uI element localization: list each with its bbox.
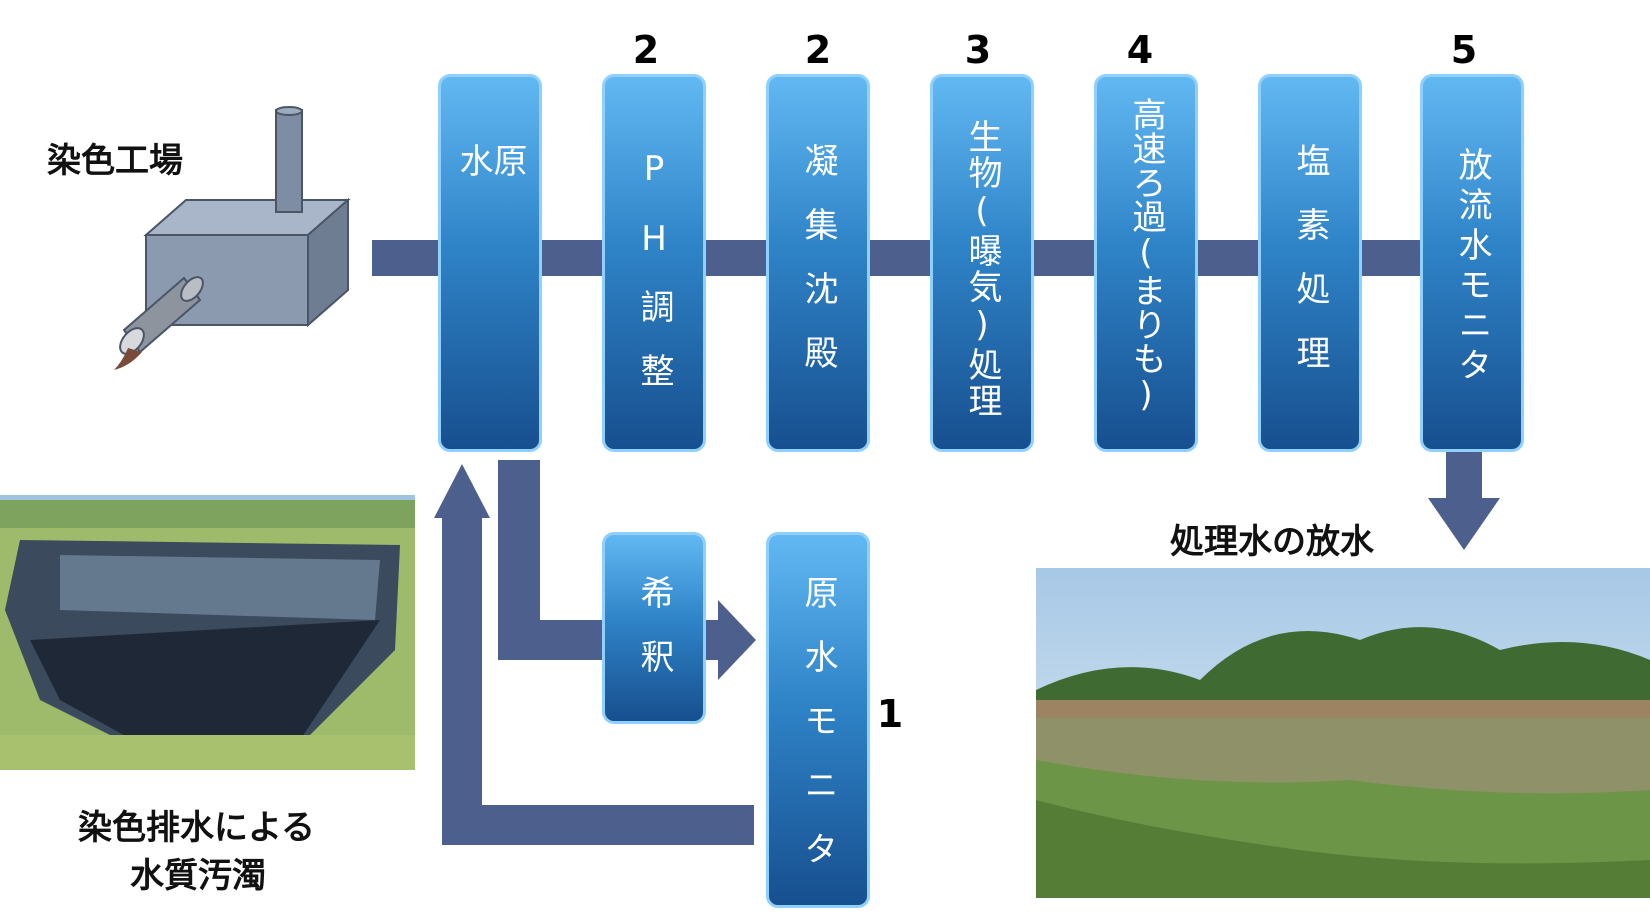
river-photo bbox=[1036, 568, 1650, 898]
step-number-biological: 3 bbox=[964, 28, 992, 72]
step-raw-water: 原水 bbox=[438, 74, 542, 452]
step-number-discharge-monitor: 5 bbox=[1450, 28, 1478, 72]
pollution-caption-line2: 水質汚濁 bbox=[130, 856, 266, 896]
step-ph-adjust: PH調整 bbox=[602, 74, 706, 452]
step-dilution: 希釈 bbox=[602, 532, 706, 724]
step-discharge-monitor-label: 放流水モニタ bbox=[1452, 147, 1492, 387]
step-coagulation: 凝集沈殿 bbox=[766, 74, 870, 452]
step-chlorination: 塩素処理 bbox=[1258, 74, 1362, 452]
step-biological: 生物(曝気)処理 bbox=[930, 74, 1034, 452]
dilution-arrow-head bbox=[718, 600, 756, 680]
branch-pipe-right bbox=[498, 620, 604, 660]
step-filtration: 高速ろ過(まりも) bbox=[1094, 74, 1198, 452]
factory-illustration bbox=[114, 106, 351, 370]
factory-label: 染色工場 bbox=[47, 141, 183, 181]
return-pipe-bottom bbox=[442, 805, 754, 845]
pollution-caption-line1: 染色排水による bbox=[78, 808, 315, 848]
step-raw-monitor: 原水モニタ bbox=[766, 532, 870, 908]
step-biological-label: 生物(曝気)処理 bbox=[962, 119, 1002, 419]
step-number-ph: 2 bbox=[632, 28, 660, 72]
discharge-caption: 処理水の放水 bbox=[1170, 522, 1374, 562]
pond-photo bbox=[0, 495, 415, 770]
discharge-arrow-shaft bbox=[1446, 452, 1482, 500]
step-number-raw-monitor: 1 bbox=[876, 692, 904, 736]
step-coagulation-label: 凝集沈殿 bbox=[798, 143, 838, 399]
step-number-coagulation: 2 bbox=[804, 28, 832, 72]
step-discharge-monitor: 放流水モニタ bbox=[1420, 74, 1524, 452]
step-number-filtration: 4 bbox=[1126, 28, 1154, 72]
step-filtration-label: 高速ろ過(まりも) bbox=[1126, 97, 1166, 415]
return-pipe-up bbox=[442, 515, 482, 845]
main-pipe bbox=[372, 240, 1432, 276]
step-dilution-label: 希釈 bbox=[634, 575, 674, 703]
step-raw-water-label: 原水 bbox=[453, 143, 527, 315]
step-ph-adjust-label: PH調整 bbox=[634, 149, 674, 417]
step-chlorination-label: 塩素処理 bbox=[1290, 143, 1330, 399]
return-arrow-head bbox=[434, 464, 490, 518]
step-raw-monitor-label: 原水モニタ bbox=[798, 575, 838, 895]
discharge-arrow-head bbox=[1428, 498, 1500, 550]
